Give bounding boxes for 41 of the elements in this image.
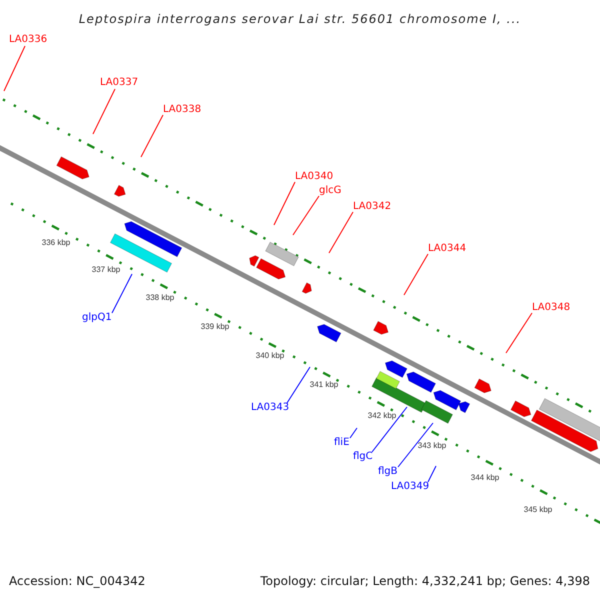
gene-label: LA0340 (295, 171, 334, 183)
accession-text: Accession: NC_004342 (9, 574, 146, 588)
gene-label: LA0342 (353, 201, 392, 213)
gene-label: LA0344 (428, 243, 466, 255)
leader-line (398, 422, 434, 468)
gene-label: LA0349 (391, 481, 430, 493)
leader-line (506, 312, 532, 354)
leader-line (350, 428, 358, 438)
scale-label: 336 kbp (42, 238, 70, 247)
leader-line (292, 196, 320, 236)
leader-line (112, 274, 132, 314)
leader-line (404, 254, 428, 296)
scale-label: 342 kbp (368, 411, 396, 420)
gene-label: LA0338 (163, 104, 202, 116)
gene-label: glpQ1 (82, 312, 112, 324)
scale-label: 345 kbp (524, 505, 552, 514)
scale-label: 341 kbp (310, 380, 338, 389)
scale-label: 344 kbp (470, 473, 500, 482)
gene-label: LA0343 (251, 402, 290, 414)
gene-label: LA0348 (532, 302, 570, 314)
gene-label: glcG (319, 185, 342, 197)
leader-line (372, 406, 408, 452)
leader-line (274, 182, 296, 226)
leader-line (328, 212, 354, 254)
scale-label: 339 kbp (200, 322, 230, 331)
leader-line (4, 46, 26, 92)
leader-line (428, 466, 436, 482)
topology-text: Topology: circular; Length: 4,332,241 bp; Genes: 4,398 (260, 574, 590, 588)
scale-label: 337 kbp (92, 265, 120, 274)
leader-line (286, 366, 310, 404)
gene-label: LA0336 (9, 34, 48, 46)
leader-line (140, 114, 164, 158)
scale-label: 340 kbp (256, 351, 284, 360)
gene-label: LA0337 (100, 77, 138, 89)
gene-label: flgB (378, 466, 398, 478)
chart-title: Leptospira interrogans serovar Lai str. 56601 chromosome I, ... (78, 11, 522, 28)
scale-label: 338 kbp (146, 293, 174, 302)
scale-label: 343 kbp (418, 441, 446, 450)
leader-line (92, 88, 116, 134)
gene-label: fliE (334, 437, 350, 449)
gene-label: flgC (353, 451, 373, 463)
